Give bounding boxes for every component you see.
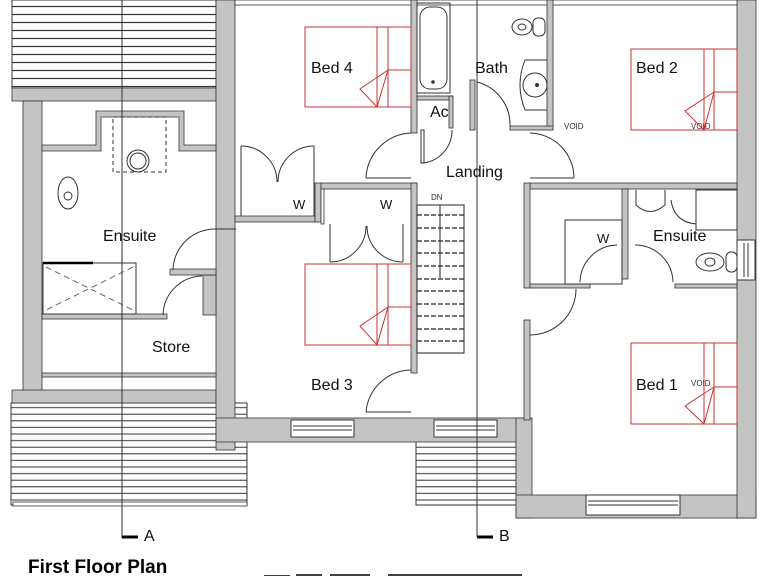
room-label-bed-3: Bed 3	[311, 377, 353, 394]
section-marker-b: B	[499, 528, 510, 545]
room-label-bed-4: Bed 4	[311, 60, 353, 77]
windows	[290, 239, 756, 516]
balcony-bottom-middle	[415, 439, 517, 506]
interior-walls	[41, 0, 738, 421]
void-label: VOID	[691, 122, 711, 131]
stairs-down-label: DN	[431, 193, 443, 202]
bed-1-furniture	[630, 342, 738, 425]
room-label-ac: Ac	[430, 104, 449, 121]
room-label-landing: Landing	[446, 164, 503, 181]
room-label-ensuite-left: Ensuite	[103, 228, 157, 245]
toilet-ensuite-right	[695, 251, 738, 273]
room-label-bed-2: Bed 2	[636, 60, 678, 77]
bed-2-furniture	[630, 48, 738, 131]
doors	[162, 81, 674, 413]
staircase	[416, 204, 465, 354]
section-marker-a: A	[144, 528, 155, 545]
scale-bar	[264, 574, 522, 576]
room-label-bath: Bath	[475, 60, 508, 77]
basin-ensuite-left	[112, 116, 167, 173]
shower-ensuite-left	[42, 261, 137, 315]
room-label-ensuite-right: Ensuite	[653, 228, 707, 245]
wardrobe-label: W	[380, 197, 393, 212]
room-label-store: Store	[152, 339, 191, 356]
wardrobe-label: W	[597, 231, 610, 246]
drawing-title: First Floor Plan	[28, 557, 168, 578]
basin-bath	[519, 59, 548, 111]
void-label: VOID	[564, 122, 584, 131]
room-label-bed-1: Bed 1	[636, 377, 678, 394]
wardrobe-label: W	[293, 197, 306, 212]
bed-3-furniture	[304, 263, 412, 347]
section-lines	[121, 0, 493, 539]
bed-4-furniture	[304, 26, 412, 108]
toilet-bath	[511, 17, 546, 37]
balcony-bottom-left	[10, 402, 248, 507]
toilet-ensuite-left	[57, 176, 79, 210]
balcony-top-left	[11, 0, 217, 89]
bathtub	[416, 2, 451, 94]
basin-ensuite-right	[635, 189, 738, 231]
void-label: VOID	[691, 379, 711, 388]
